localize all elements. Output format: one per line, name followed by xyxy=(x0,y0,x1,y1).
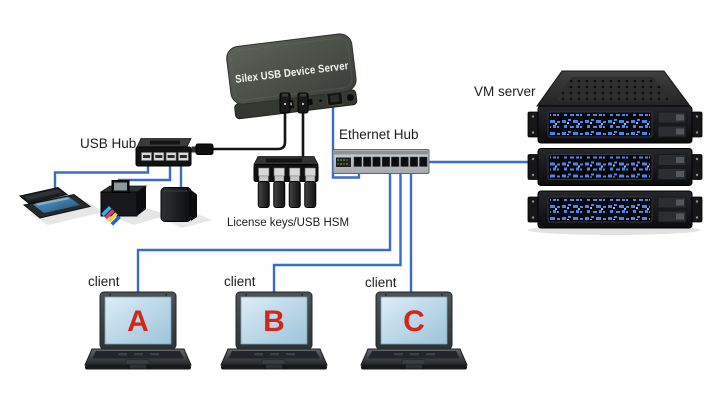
cable-ethernet-hub-to-client-b xyxy=(272,170,402,292)
usb-plug-connector xyxy=(191,146,197,153)
usb-hub-label: USB Hub xyxy=(80,136,137,151)
usb-cables xyxy=(211,110,305,160)
ethernet-hub-label: Ethernet Hub xyxy=(339,127,419,142)
client-b-label: client xyxy=(224,274,256,289)
client-c-label: client xyxy=(365,275,397,290)
usb-license-dongles xyxy=(257,175,317,208)
cable-usb-hub-to-silex xyxy=(211,110,287,151)
client-b-letter: B xyxy=(263,305,285,338)
ethernet-switch-icon xyxy=(332,149,430,174)
usb-hub-icon xyxy=(135,138,214,167)
cable-usb-hub-to-scanner xyxy=(53,158,150,190)
usb-dongle-hub-icon xyxy=(253,156,319,208)
license-keys-label: License keys/USB HSM xyxy=(226,217,350,229)
usb-device-server-icon: Silex USB Device Server xyxy=(226,33,358,120)
scanner-icon xyxy=(18,186,92,219)
server-rack-icon xyxy=(527,70,703,229)
client-c-letter: C xyxy=(403,305,425,338)
printer-icon xyxy=(99,180,148,226)
external-drive-icon xyxy=(160,187,197,222)
client-a-letter: A xyxy=(127,305,149,338)
usb-plugs xyxy=(279,92,309,114)
client-a-label: client xyxy=(88,274,120,289)
cable-ethernet-hub-to-client-a xyxy=(136,170,392,292)
vm-server-label: VM server xyxy=(474,84,536,99)
